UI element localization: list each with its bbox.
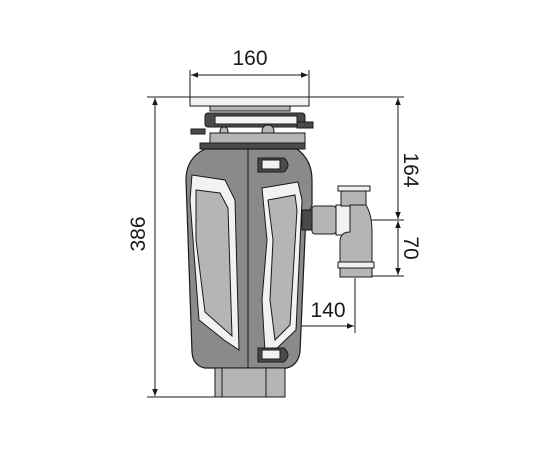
- mounting-flange: [189, 96, 314, 150]
- discharge-elbow: [301, 185, 375, 278]
- dimension-width-top: 160: [189, 47, 310, 100]
- label-height-inlet: 164: [399, 152, 422, 187]
- label-depth-outlet: 140: [310, 299, 345, 322]
- label-width-top: 160: [232, 47, 267, 70]
- dimension-height-total: 386: [127, 96, 215, 398]
- label-height-total: 386: [127, 216, 150, 251]
- disposer-body: [185, 148, 313, 369]
- bottom-collar: [214, 367, 286, 398]
- dimension-height-outlet: 70: [370, 221, 422, 277]
- label-height-outlet: 70: [399, 236, 422, 259]
